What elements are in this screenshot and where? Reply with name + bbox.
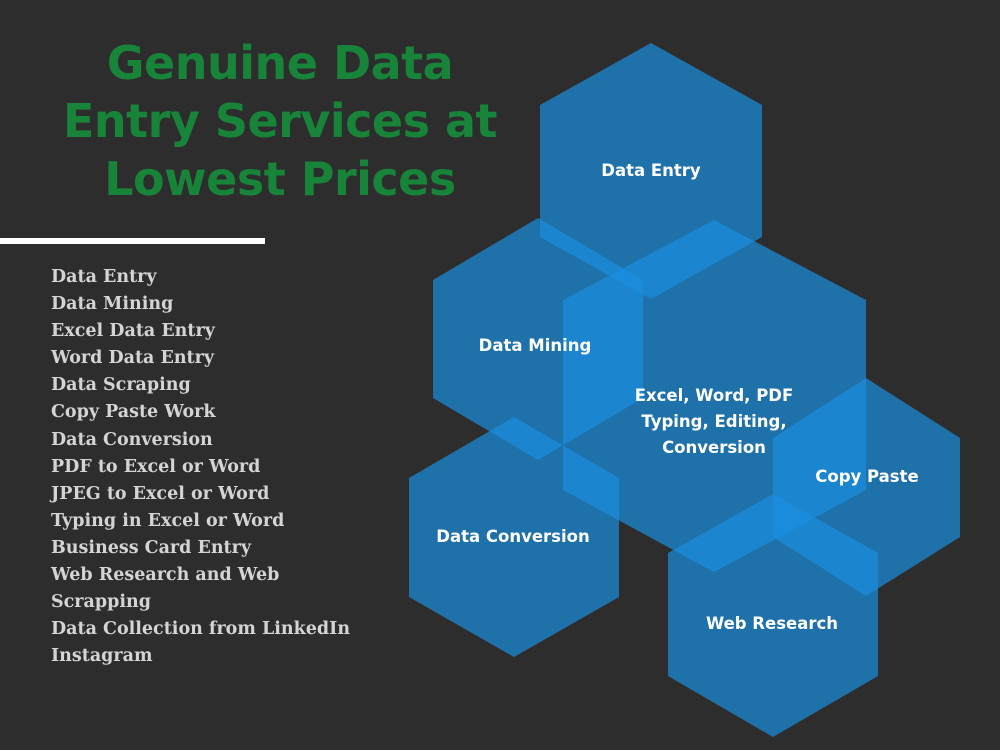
service-item: Copy Paste Work <box>51 402 216 423</box>
service-item: Data Conversion <box>51 429 213 450</box>
hexagon-label-excel-word-pdf: Excel, Word, PDF Typing, Editing, Conver… <box>604 383 824 461</box>
divider <box>0 238 265 244</box>
service-item: Data Collection from LinkedIn <box>51 619 351 640</box>
hexagon-label-line-3: Conversion <box>662 438 766 457</box>
hexagon-label-data-mining: Data Mining <box>478 336 592 355</box>
headline-line-3: Lowest Prices <box>104 152 456 206</box>
hexagon-label-data-entry: Data Entry <box>601 161 701 180</box>
service-item: Business Card Entry <box>51 537 252 558</box>
services-list: Data Entry Data Mining Excel Data Entry … <box>51 264 391 670</box>
service-item: JPEG to Excel or Word <box>51 483 270 504</box>
service-item: Data Scraping <box>51 375 191 396</box>
service-item: Scrapping <box>51 592 151 613</box>
hexagon-label-copy-paste: Copy Paste <box>815 467 919 486</box>
service-item: Instagram <box>51 646 153 667</box>
headline: Genuine Data Entry Services at Lowest Pr… <box>30 34 530 208</box>
hexagon-label-data-conversion: Data Conversion <box>436 527 590 546</box>
headline-line-2: Entry Services at <box>62 94 498 148</box>
service-item: PDF to Excel or Word <box>51 456 261 477</box>
hexagon-web-research <box>668 494 878 737</box>
headline-line-1: Genuine Data <box>106 36 454 90</box>
service-item: Word Data Entry <box>51 348 215 369</box>
hexagon-label-line-2: Typing, Editing, <box>641 412 787 431</box>
service-item: Data Mining <box>51 294 174 315</box>
hexagon-data-conversion <box>409 417 619 657</box>
service-item: Typing in Excel or Word <box>51 510 285 531</box>
service-item: Data Entry <box>51 267 157 287</box>
service-item: Web Research and Web <box>51 565 280 586</box>
hexagon-label-web-research: Web Research <box>705 614 839 633</box>
service-item: Excel Data Entry <box>51 321 215 342</box>
hexagon-label-line-1: Excel, Word, PDF <box>634 386 794 405</box>
